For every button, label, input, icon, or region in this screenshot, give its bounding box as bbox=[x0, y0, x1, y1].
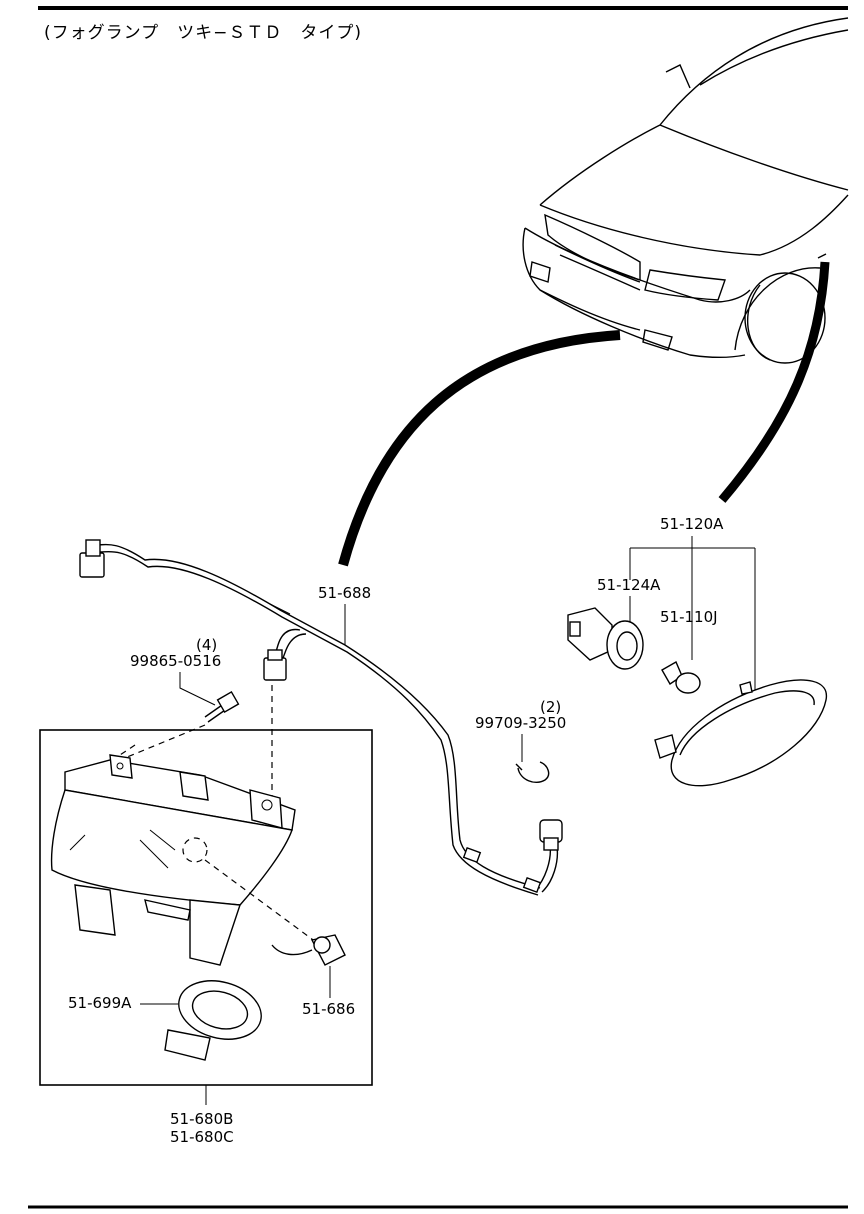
label-bezel: 51-699A bbox=[68, 994, 132, 1012]
clip-part bbox=[515, 761, 550, 784]
bulb-socket-part bbox=[567, 607, 644, 670]
label-assembly-c: 51-680C bbox=[170, 1128, 234, 1146]
label-bolt-qty: (4) bbox=[196, 636, 217, 654]
small-bulb-part bbox=[271, 934, 346, 966]
label-socket: 51-124A bbox=[597, 576, 661, 594]
label-assembly-b: 51-680B bbox=[170, 1110, 233, 1128]
label-bulb: 51-110J bbox=[660, 608, 718, 626]
fog-lamp-housing-part bbox=[50, 754, 296, 966]
label-clip-qty: (2) bbox=[540, 698, 561, 716]
label-harness: 51-688 bbox=[318, 584, 371, 602]
wire-harness bbox=[79, 539, 563, 896]
label-clip: 99709-3250 bbox=[475, 714, 566, 732]
diagram-title: (フォグランプ ツキ−ＳＴＤ タイプ) bbox=[44, 23, 362, 43]
bezel-part bbox=[164, 980, 262, 1061]
wedge-bulb-part bbox=[661, 661, 701, 694]
label-bolt: 99865-0516 bbox=[130, 652, 221, 670]
car-front-illustration bbox=[522, 17, 849, 364]
leader-arc-right bbox=[718, 261, 830, 503]
bolt-part bbox=[204, 690, 240, 723]
leader-arc-left bbox=[338, 330, 621, 567]
fog-lamp-right-part bbox=[654, 679, 828, 787]
label-kit: 51-120A bbox=[660, 515, 724, 533]
label-small-bulb: 51-686 bbox=[302, 1000, 355, 1018]
